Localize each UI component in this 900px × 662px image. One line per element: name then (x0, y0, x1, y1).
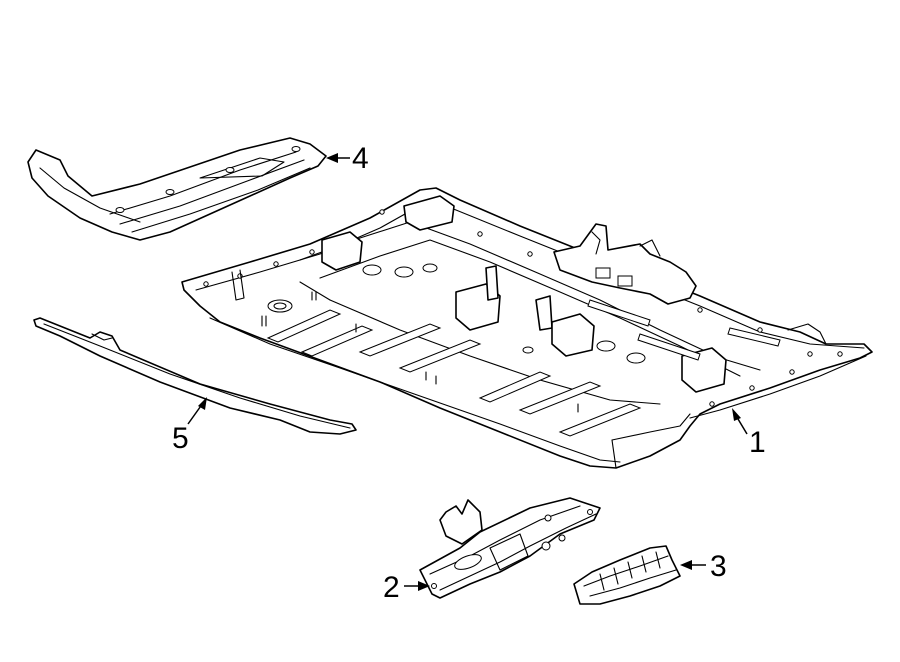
callout-3-label: 3 (710, 550, 727, 583)
part-3-reinforcement[interactable] (573, 545, 681, 605)
callout-3: 3 (680, 550, 727, 583)
callout-1-label: 1 (749, 426, 766, 459)
callout-2: 2 (383, 571, 430, 604)
callout-5-label: 5 (172, 422, 189, 455)
part-1-floor-pan[interactable] (181, 187, 873, 469)
callout-4-label: 4 (352, 142, 369, 175)
part-2-bracket[interactable] (419, 497, 601, 599)
part-4-panel[interactable] (27, 137, 327, 241)
callout-1: 1 (732, 408, 766, 459)
callout-2-label: 2 (383, 571, 400, 604)
callout-5: 5 (172, 397, 207, 455)
part-5-strip[interactable] (33, 317, 357, 435)
callout-4: 4 (326, 142, 369, 175)
